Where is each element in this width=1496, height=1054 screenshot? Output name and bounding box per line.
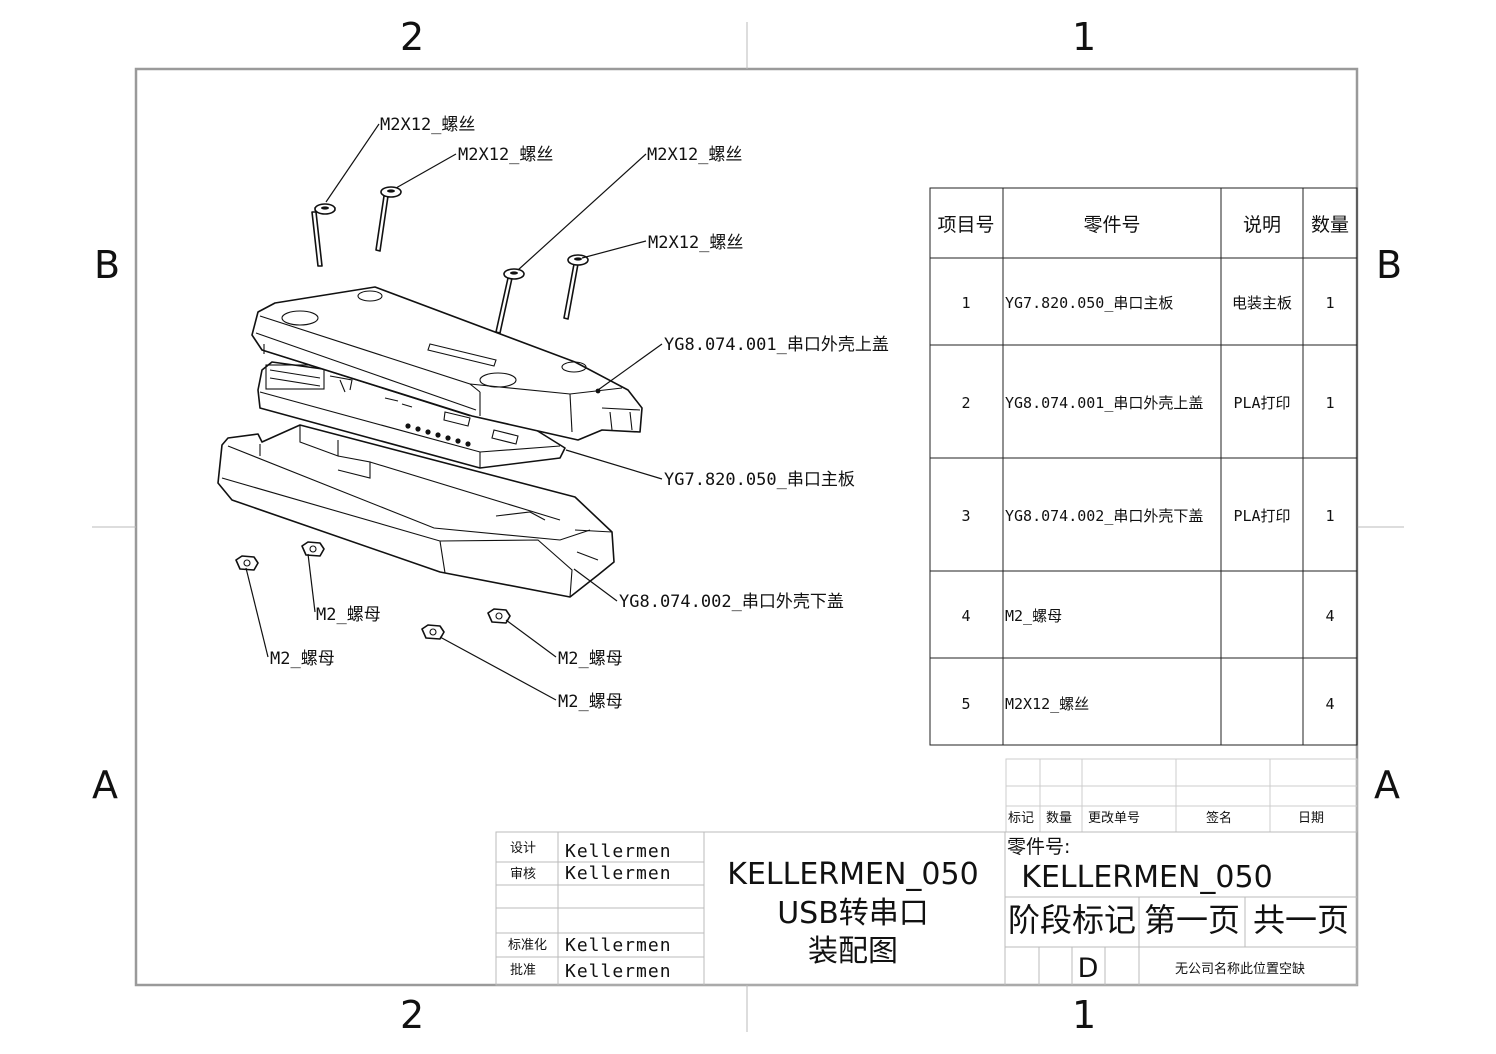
drawing-title-line1: KELLERMEN_050 bbox=[727, 857, 978, 892]
bom-row-1-qty: 1 bbox=[1325, 294, 1334, 312]
callout-nut-1: M2_螺母 bbox=[316, 605, 381, 625]
nut-part-1 bbox=[235, 555, 259, 571]
bom-row-1-desc: 电装主板 bbox=[1232, 294, 1292, 312]
zone-label-top-2: 2 bbox=[400, 15, 424, 59]
bom-row-3-desc: PLA打印 bbox=[1233, 507, 1290, 525]
drawing-title-line2: USB转串口 bbox=[777, 896, 929, 931]
callout-main-board: YG7.820.050_串口主板 bbox=[664, 470, 855, 490]
bom-row-4-item: 4 bbox=[961, 607, 970, 625]
stage-mark-label: 阶段标记 bbox=[1008, 901, 1136, 939]
rev-order-label: 更改单号 bbox=[1088, 811, 1140, 826]
sheet-number-label: 第一页 bbox=[1144, 901, 1240, 939]
bom-header-qty: 数量 bbox=[1311, 214, 1349, 236]
bom-row-2-item: 2 bbox=[961, 394, 970, 412]
bom-row-2-desc: PLA打印 bbox=[1233, 394, 1290, 412]
zone-label-bottom-1: 1 bbox=[1072, 993, 1096, 1037]
company-name: 无公司名称此位置空缺 bbox=[1175, 961, 1305, 977]
rev-sign-label: 签名 bbox=[1206, 810, 1232, 826]
callout-screw-2: M2X12_螺丝 bbox=[458, 145, 553, 165]
bom-header-part: 零件号 bbox=[1083, 214, 1140, 236]
design-name: Kellermen bbox=[565, 841, 672, 862]
callout-lower-cover: YG8.074.002_串口外壳下盖 bbox=[619, 592, 844, 612]
zone-label-left-A: A bbox=[92, 763, 118, 807]
exploded-view: M2X12_螺丝 M2X12_螺丝 M2X12_螺丝 M2X12_螺丝 YG8.… bbox=[217, 115, 889, 712]
part-number-label: 零件号: bbox=[1007, 836, 1070, 858]
bom-row-1-part: YG7.820.050_串口主板 bbox=[1005, 294, 1173, 312]
title-block: 设计 Kellermen 审核 Kellermen 标准化 Kellermen … bbox=[495, 831, 1358, 986]
main-board-part bbox=[257, 361, 566, 469]
zone-label-top-1: 1 bbox=[1072, 15, 1096, 59]
zone-label-right-A: A bbox=[1374, 763, 1400, 807]
revision-block: 标记 数量 更改单号 签名 日期 bbox=[1005, 758, 1358, 833]
bom-header-item: 项目号 bbox=[937, 214, 994, 236]
bom-row-3-part: YG8.074.002_串口外壳下盖 bbox=[1005, 507, 1203, 525]
zone-label-left-B: B bbox=[94, 243, 120, 287]
approve-name: Kellermen bbox=[565, 961, 672, 982]
nut-part-4 bbox=[421, 624, 445, 640]
sheet-total-label: 共一页 bbox=[1253, 901, 1349, 939]
screw-part-1 bbox=[311, 203, 336, 267]
bom-row-3-item: 3 bbox=[961, 507, 970, 525]
rev-qty-label: 数量 bbox=[1046, 811, 1072, 826]
rev-date-label: 日期 bbox=[1298, 811, 1324, 826]
part-number-value: KELLERMEN_050 bbox=[1021, 860, 1272, 895]
bom-row-4-part: M2_螺母 bbox=[1005, 607, 1062, 625]
standard-name: Kellermen bbox=[565, 935, 672, 956]
callout-nut-3: M2_螺母 bbox=[558, 649, 623, 669]
bom-row-5-qty: 4 bbox=[1325, 695, 1334, 713]
rev-mark-label: 标记 bbox=[1008, 811, 1034, 826]
bom-row-2-part: YG8.074.001_串口外壳上盖 bbox=[1005, 394, 1203, 412]
nut-part-3 bbox=[487, 608, 511, 624]
stage-mark-value: D bbox=[1078, 953, 1099, 984]
bom-row-5-item: 5 bbox=[961, 695, 970, 713]
bom-table: 项目号 零件号 说明 数量 1 YG7.820.050_串口主板 电装主板 1 … bbox=[929, 187, 1358, 746]
screw-part-3 bbox=[495, 268, 525, 334]
callout-nut-4: M2_螺母 bbox=[558, 692, 623, 712]
callout-nut-2: M2_螺母 bbox=[270, 649, 335, 669]
check-label: 审核 bbox=[510, 867, 536, 882]
standard-label: 标准化 bbox=[508, 938, 547, 953]
bom-header-desc: 说明 bbox=[1243, 214, 1281, 236]
callout-screw-1: M2X12_螺丝 bbox=[380, 115, 475, 135]
bom-row-3-qty: 1 bbox=[1325, 507, 1334, 525]
screw-part-4 bbox=[563, 254, 589, 320]
bom-row-4-qty: 4 bbox=[1325, 607, 1334, 625]
nut-part-2 bbox=[301, 541, 325, 557]
leader-lines bbox=[245, 123, 663, 701]
bom-row-5-part: M2X12_螺丝 bbox=[1005, 695, 1089, 713]
screw-part-2 bbox=[375, 186, 402, 252]
callout-upper-cover: YG8.074.001_串口外壳上盖 bbox=[664, 335, 889, 355]
callout-screw-4: M2X12_螺丝 bbox=[648, 233, 743, 253]
design-label: 设计 bbox=[510, 841, 536, 856]
upper-cover-part bbox=[251, 286, 643, 441]
check-name: Kellermen bbox=[565, 863, 672, 884]
lower-cover-part bbox=[217, 424, 615, 598]
zone-label-bottom-2: 2 bbox=[400, 993, 424, 1037]
zone-label-right-B: B bbox=[1376, 243, 1402, 287]
bom-row-1-item: 1 bbox=[961, 294, 970, 312]
callout-screw-3: M2X12_螺丝 bbox=[647, 145, 742, 165]
drawing-title-line3: 装配图 bbox=[808, 934, 898, 969]
approve-label: 批准 bbox=[510, 963, 536, 978]
bom-row-2-qty: 1 bbox=[1325, 394, 1334, 412]
